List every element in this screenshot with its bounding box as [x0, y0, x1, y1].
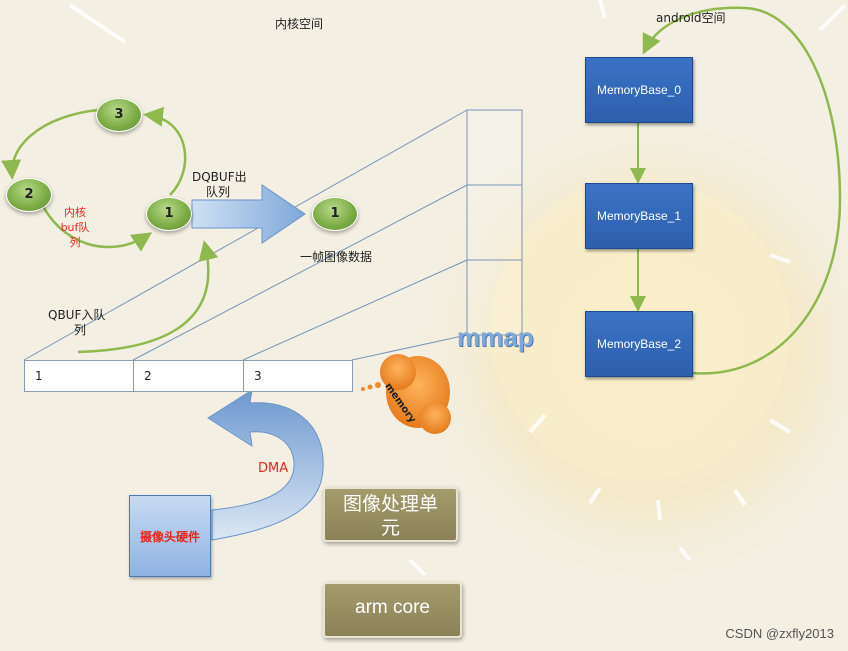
android-space-label: android空间 — [656, 11, 726, 25]
kernel-buf-line-2: buf队 — [60, 221, 90, 234]
kernel-space-label: 内核空间 — [275, 17, 324, 31]
image-unit-line-1: 图像处理单 — [342, 493, 438, 515]
qbuf-label: QBUF入队 列 — [48, 308, 105, 338]
qbuf-line-2: 列 — [74, 323, 87, 337]
cycle-node-2: 2 — [6, 178, 52, 212]
kernel-buf-line-1: 内核 — [64, 206, 86, 219]
qbuf-line-1: QBUF入队 — [48, 308, 106, 322]
camera-hardware-box: 摄像头硬件 — [129, 495, 211, 577]
cycle-node-1: 1 — [146, 197, 192, 231]
clock-ticks — [68, 0, 847, 622]
buffer-cell-1: 1 — [24, 360, 134, 392]
frame-data-label: 一帧图像数据 — [300, 250, 373, 264]
memory-flow-arrows — [630, 6, 842, 375]
arm-core-box: arm core — [323, 582, 462, 638]
dqbuf-label: DQBUF出 队列 — [192, 170, 247, 200]
image-unit-line-2: 元 — [380, 517, 400, 539]
mmap-perspective — [23, 109, 523, 361]
mmap-label: mmap — [457, 322, 534, 352]
kernel-buf-queue-label: 内核 buf队 列 — [55, 205, 95, 250]
cycle-arrows — [1, 106, 219, 354]
dequeued-node: 1 — [312, 197, 358, 231]
dqbuf-line-1: DQBUF出 — [192, 170, 247, 184]
memory-base-2: MemoryBase_2 — [585, 311, 693, 377]
dqbuf-arrow — [191, 184, 306, 244]
dma-arrow — [207, 388, 324, 541]
csdn-watermark: CSDN @zxfly2013 — [725, 626, 834, 641]
memory-base-0: MemoryBase_0 — [585, 57, 693, 123]
buffer-cell-3: 3 — [243, 360, 353, 392]
memory-cloud — [361, 354, 451, 434]
cycle-node-3: 3 — [96, 98, 142, 132]
memory-base-1: MemoryBase_1 — [585, 183, 693, 249]
kernel-buf-line-3: 列 — [69, 236, 81, 249]
buffer-cell-2: 2 — [133, 360, 244, 392]
image-processing-unit: 图像处理单 元 — [323, 487, 458, 542]
dqbuf-line-2: 队列 — [206, 185, 231, 199]
dma-label: DMA — [258, 461, 289, 476]
